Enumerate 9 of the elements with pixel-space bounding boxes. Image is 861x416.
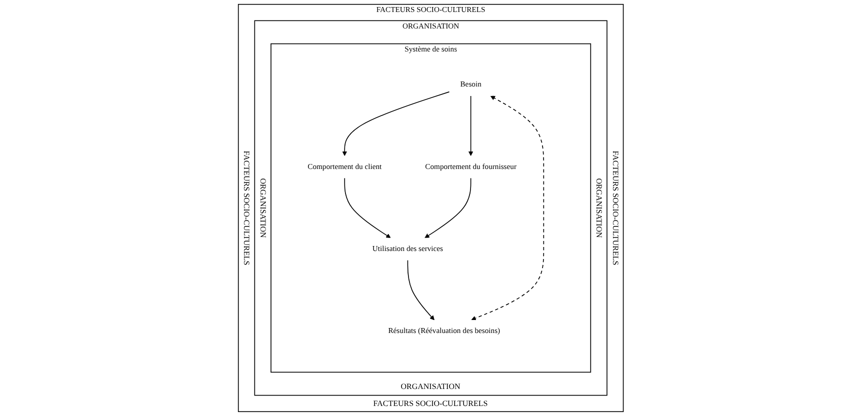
arrow (406, 260, 434, 320)
arrow (424, 178, 471, 238)
frame-title: ORGANISATION (258, 178, 266, 238)
arrow (344, 178, 390, 238)
frame-title: ORGANISATION (400, 383, 460, 392)
arrow (470, 96, 544, 320)
arrow (342, 91, 450, 156)
arrow (468, 96, 473, 156)
frame-title: FACTEURS SOCIO-CULTURELS (242, 150, 250, 266)
